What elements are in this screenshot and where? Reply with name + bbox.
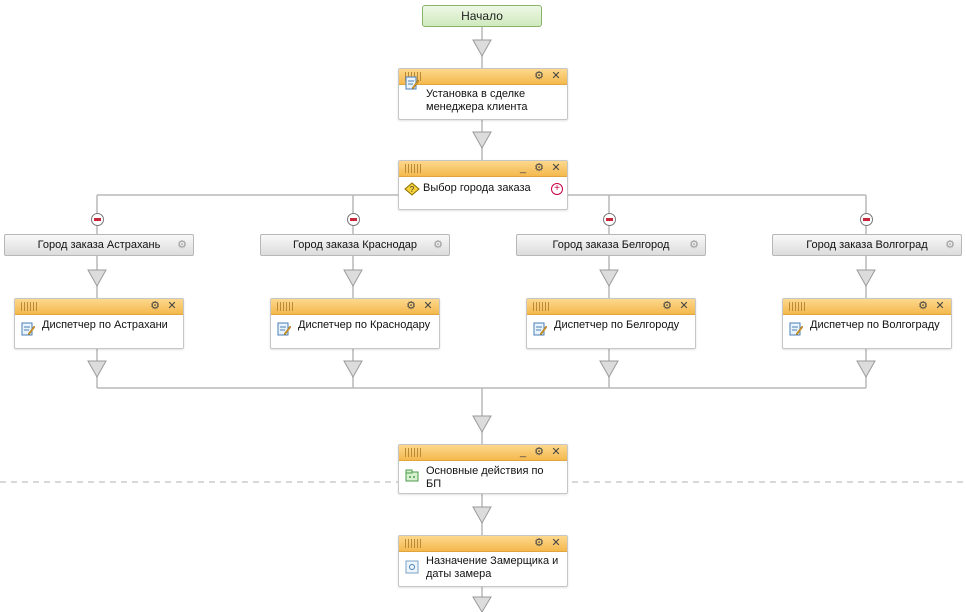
edit-document-icon (405, 76, 419, 90)
block-dispatcher-krasnodar[interactable]: ⚙ ✕ Диспетчер по Краснодару (270, 298, 440, 349)
block-dispatcher-volgograd[interactable]: ⚙ ✕ Диспетчер по Волгограду (782, 298, 952, 349)
block-header[interactable]: _ ⚙ ✕ (399, 161, 567, 177)
block-dispatcher-astrakhan[interactable]: ⚙ ✕ Диспетчер по Астрахани (14, 298, 184, 349)
folder-icon (405, 469, 419, 482)
close-icon[interactable]: ✕ (551, 162, 561, 174)
block-main-actions[interactable]: _ ⚙ ✕ Основные действия по БП (398, 444, 568, 494)
settings-icon[interactable]: ⚙ (150, 300, 160, 312)
arrow-down (472, 596, 492, 612)
drag-handle-icon[interactable] (533, 302, 551, 311)
remove-branch-icon[interactable] (603, 213, 616, 226)
arrow-down (343, 360, 363, 379)
arrow-down (472, 415, 492, 434)
settings-icon[interactable]: ⚙ (433, 239, 443, 251)
settings-icon[interactable]: ⚙ (918, 300, 928, 312)
edit-document-icon (21, 322, 35, 336)
settings-icon[interactable]: ⚙ (177, 239, 187, 251)
close-icon[interactable]: ✕ (551, 537, 561, 549)
block-label: Диспетчер по Волгограду (810, 319, 940, 331)
drag-handle-icon[interactable] (405, 539, 423, 548)
settings-icon[interactable]: ⚙ (534, 162, 544, 174)
arrow-down (472, 506, 492, 525)
condition-label: Город заказа Краснодар (293, 239, 417, 251)
block-label: Диспетчер по Белгороду (554, 319, 680, 331)
remove-branch-icon[interactable] (91, 213, 104, 226)
close-icon[interactable]: ✕ (551, 446, 561, 458)
arrow-down (343, 269, 363, 288)
block-label: Диспетчер по Краснодару (298, 319, 431, 331)
settings-icon[interactable]: ⚙ (662, 300, 672, 312)
block-label: Назначение Замерщика и даты замера (426, 555, 559, 580)
drag-handle-icon[interactable] (277, 302, 295, 311)
settings-icon[interactable]: ⚙ (945, 239, 955, 251)
arrow-down (856, 269, 876, 288)
block-header[interactable]: ⚙ ✕ (527, 299, 695, 315)
settings-icon[interactable]: ⚙ (534, 70, 544, 82)
minimize-icon[interactable]: _ (519, 162, 527, 174)
close-icon[interactable]: ✕ (167, 300, 177, 312)
condition-krasnodar[interactable]: Город заказа Краснодар ⚙ (260, 234, 450, 256)
arrow-down (472, 39, 492, 58)
block-choose-city[interactable]: _ ⚙ ✕ ? Выбор города заказа + (398, 160, 568, 210)
close-icon[interactable]: ✕ (551, 70, 561, 82)
block-header[interactable]: ⚙ ✕ (783, 299, 951, 315)
drag-handle-icon[interactable] (405, 164, 423, 173)
condition-volgograd[interactable]: Город заказа Волгоград ⚙ (772, 234, 962, 256)
block-header[interactable]: _ ⚙ ✕ (399, 445, 567, 461)
remove-branch-icon[interactable] (860, 213, 873, 226)
close-icon[interactable]: ✕ (679, 300, 689, 312)
condition-icon: ? (404, 182, 420, 196)
edit-document-icon (277, 322, 291, 336)
settings-icon[interactable]: ⚙ (406, 300, 416, 312)
settings-icon[interactable]: ⚙ (689, 239, 699, 251)
block-dispatcher-belgorod[interactable]: ⚙ ✕ Диспетчер по Белгороду (526, 298, 696, 349)
start-node[interactable]: Начало (422, 5, 542, 27)
drag-handle-icon[interactable] (405, 448, 423, 457)
svg-text:?: ? (410, 185, 415, 194)
arrow-down (87, 360, 107, 379)
block-label: Установка в сделке менеджера клиента (426, 88, 528, 113)
close-icon[interactable]: ✕ (935, 300, 945, 312)
arrow-down (599, 360, 619, 379)
condition-label: Город заказа Белгород (552, 239, 670, 251)
remove-branch-icon[interactable] (347, 213, 360, 226)
condition-label: Город заказа Астрахань (37, 239, 161, 251)
block-assign-manager[interactable]: ⚙ ✕ Установка в сделке менеджера клиента (398, 68, 568, 120)
drag-handle-icon[interactable] (789, 302, 807, 311)
arrow-down (472, 131, 492, 150)
block-label: Выбор города заказа (423, 182, 531, 194)
settings-icon[interactable]: ⚙ (534, 537, 544, 549)
block-header[interactable]: ⚙ ✕ (271, 299, 439, 315)
edit-document-icon (789, 322, 803, 336)
arrow-down (87, 269, 107, 288)
block-header[interactable]: ⚙ ✕ (399, 69, 567, 85)
block-label: Основные действия по БП (426, 465, 544, 490)
settings-icon[interactable]: ⚙ (534, 446, 544, 458)
block-assign-measurer[interactable]: ⚙ ✕ Назначение Замерщика и даты замера (398, 535, 568, 587)
block-label: Диспетчер по Астрахани (42, 319, 168, 331)
block-header[interactable]: ⚙ ✕ (399, 536, 567, 552)
condition-belgorod[interactable]: Город заказа Белгород ⚙ (516, 234, 706, 256)
condition-label: Город заказа Волгоград (806, 239, 928, 251)
close-icon[interactable]: ✕ (423, 300, 433, 312)
arrow-down (599, 269, 619, 288)
drag-handle-icon[interactable] (21, 302, 39, 311)
add-branch-icon[interactable]: + (551, 183, 563, 195)
condition-astrakhan[interactable]: Город заказа Астрахань ⚙ (4, 234, 194, 256)
minimize-icon[interactable]: _ (519, 446, 527, 458)
task-icon (405, 560, 419, 574)
block-header[interactable]: ⚙ ✕ (15, 299, 183, 315)
edit-document-icon (533, 322, 547, 336)
arrow-down (856, 360, 876, 379)
